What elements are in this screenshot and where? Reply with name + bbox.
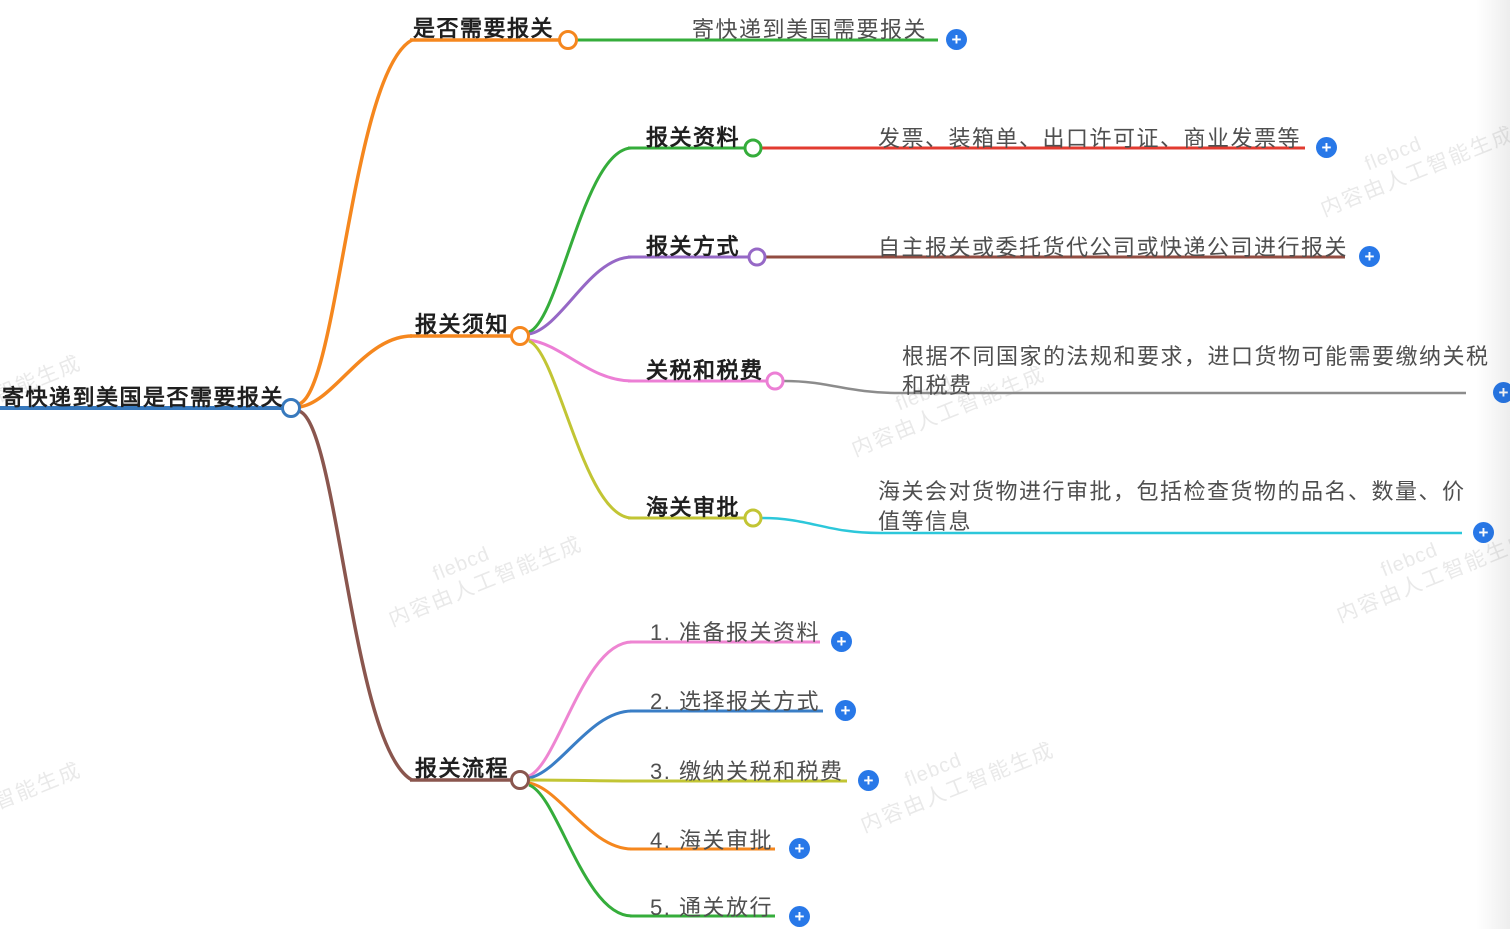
node-text-tariffs-taxes[interactable]: 根据不同国家的法规和要求，进口货物可能需要缴纳关税和税费 xyxy=(902,344,1490,398)
node-collapse-circle[interactable] xyxy=(765,371,785,391)
node-text-declare-methods[interactable]: 自主报关或委托货代公司或快递公司进行报关 xyxy=(878,235,1349,260)
add-child-button[interactable]: + xyxy=(789,906,810,927)
node-label-declare-process[interactable]: 报关流程 xyxy=(415,756,510,781)
branch-curve xyxy=(298,334,413,409)
node-text-step-3[interactable]: 3. 缴纳关税和税费 xyxy=(650,759,844,784)
node-label-declare-documents[interactable]: 报关资料 xyxy=(646,125,741,150)
node-collapse-circle[interactable] xyxy=(743,138,763,158)
branch-curve xyxy=(528,709,633,780)
node-collapse-circle[interactable] xyxy=(558,30,578,50)
add-child-button[interactable]: + xyxy=(789,838,810,859)
add-child-button[interactable]: + xyxy=(1316,137,1337,158)
node-text-need-declare-answer[interactable]: 寄快递到美国需要报关 xyxy=(692,17,928,42)
branch-curve xyxy=(528,338,633,383)
add-child-button[interactable]: + xyxy=(1359,246,1380,267)
node-collapse-circle[interactable] xyxy=(743,508,763,528)
branch-curve xyxy=(298,409,413,782)
branch-curve xyxy=(528,255,633,336)
node-label-customs-review[interactable]: 海关审批 xyxy=(646,495,741,520)
node-text-step-2[interactable]: 2. 选择报关方式 xyxy=(650,689,820,714)
node-label-declare-methods[interactable]: 报关方式 xyxy=(646,234,741,259)
branch-curve xyxy=(528,640,633,778)
add-child-button[interactable]: + xyxy=(831,631,852,652)
node-text-step-1[interactable]: 1. 准备报关资料 xyxy=(650,620,820,645)
add-child-button[interactable]: + xyxy=(858,770,879,791)
root-collapse-circle[interactable] xyxy=(281,398,301,418)
child-line xyxy=(761,516,1462,535)
node-text-step-4[interactable]: 4. 海关审批 xyxy=(650,828,773,853)
branch-curve xyxy=(528,781,633,851)
branch-curve xyxy=(528,778,633,783)
node-text-customs-review[interactable]: 海关会对货物进行审批，包括检查货物的品名、数量、价值等信息 xyxy=(878,479,1466,534)
node-label-declare-notes[interactable]: 报关须知 xyxy=(415,312,510,337)
branch-curve xyxy=(528,783,633,918)
child-line xyxy=(783,379,1466,395)
branch-curve xyxy=(528,146,633,334)
add-child-button[interactable]: + xyxy=(946,29,967,50)
add-child-button[interactable]: + xyxy=(1473,522,1494,543)
branch-curve xyxy=(528,339,633,520)
add-child-button[interactable]: + xyxy=(835,700,856,721)
node-collapse-circle[interactable] xyxy=(510,770,530,790)
node-collapse-circle[interactable] xyxy=(510,326,530,346)
root-node-label[interactable]: 寄快递到美国是否需要报关 xyxy=(2,385,285,410)
branch-curve xyxy=(298,38,413,406)
node-label-need-declare[interactable]: 是否需要报关 xyxy=(413,16,555,41)
node-text-declare-documents[interactable]: 发票、装箱单、出口许可证、商业发票等 xyxy=(878,126,1302,151)
add-child-button[interactable]: + xyxy=(1493,382,1510,403)
node-collapse-circle[interactable] xyxy=(747,247,767,267)
node-label-tariffs-taxes[interactable]: 关税和税费 xyxy=(646,358,764,383)
node-text-step-5[interactable]: 5. 通关放行 xyxy=(650,895,773,920)
